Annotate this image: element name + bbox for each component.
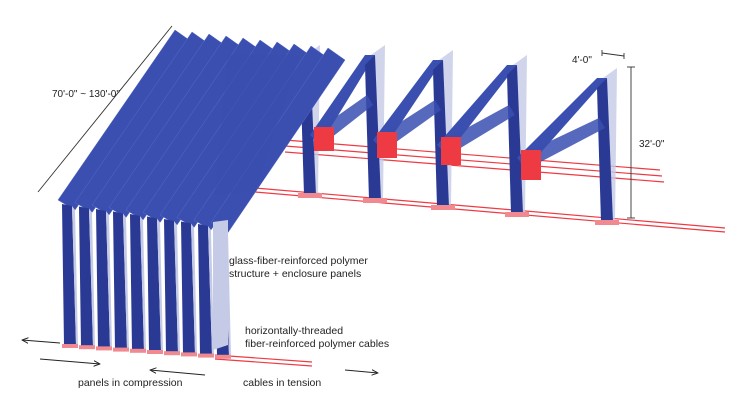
frame-joint-block — [314, 127, 334, 151]
frame-base-plate — [595, 220, 619, 225]
frame-rafter — [310, 55, 375, 145]
wall-panel — [164, 219, 178, 353]
wall-panel — [130, 214, 144, 350]
wall-base-plate — [181, 352, 197, 357]
wall-base-plate — [96, 346, 112, 351]
width-dimension-label: 4'-0" — [572, 55, 592, 66]
frame-column — [433, 60, 449, 207]
wall-panel — [96, 209, 110, 348]
frame-column — [507, 65, 523, 214]
wall-panel-edge — [191, 223, 197, 354]
material-label-line-1: glass-fiber-reinforced polymer — [229, 255, 368, 267]
cable-line — [214, 358, 313, 367]
wall-base-plate — [130, 348, 146, 353]
wall-panel-edge — [157, 218, 163, 351]
wall-panel-edge — [72, 206, 78, 345]
wall-panel — [198, 224, 212, 355]
width-dimension-line — [601, 52, 625, 57]
wall-panel — [113, 211, 127, 349]
frame-rafter — [437, 65, 517, 155]
wall-panel-edge — [208, 226, 214, 355]
compression-label: panels in compression — [78, 377, 183, 389]
wall-base-plate — [164, 351, 180, 356]
cable-line — [254, 191, 726, 233]
cable-line — [284, 145, 663, 177]
height-dimension-label: 32'-0" — [639, 139, 665, 150]
frame-joint-block — [441, 137, 461, 165]
wall-panel — [62, 204, 76, 345]
cable-line — [284, 139, 661, 171]
tension-arrow — [344, 370, 378, 373]
wall-panel — [79, 206, 93, 347]
cable-line — [254, 187, 726, 229]
roof-transition — [215, 55, 300, 195]
frame-base-plate — [363, 198, 387, 203]
wall-base-plate — [215, 354, 231, 359]
compression-arrow-right — [39, 358, 100, 364]
wall-panel-edge — [89, 208, 95, 347]
shell-panels — [57, 29, 346, 359]
wall-panel-edge — [106, 211, 112, 348]
wall-panel — [181, 221, 195, 354]
wall-panel-edge — [140, 216, 146, 350]
span-dimension-line — [37, 25, 173, 193]
wall-base-plate — [62, 344, 78, 348]
wall-panel — [147, 216, 161, 351]
wall-base-plate — [198, 353, 214, 358]
frame-column — [597, 78, 613, 222]
wall-base-plate — [113, 347, 129, 352]
frame-brace — [523, 118, 605, 168]
cables-label-line-2: fiber-reinforced polymer cables — [245, 338, 390, 350]
compression-arrow-left — [22, 340, 61, 343]
compression-arrow-inward — [150, 370, 206, 376]
frame-rafter — [373, 60, 443, 150]
frame-column — [365, 55, 381, 200]
wall-panel-edge — [123, 213, 129, 349]
frame-base-plate — [298, 193, 322, 198]
force-arrows — [22, 340, 378, 375]
cable-line — [214, 354, 313, 363]
frame-joint-block — [377, 132, 397, 158]
end-wall-panel — [213, 220, 228, 350]
frame-base-plate — [431, 205, 455, 210]
tension-label: cables in tension — [243, 377, 322, 389]
span-dimension-label: 70'-0" ~ 130'-0" — [52, 89, 120, 100]
wall-base-plate — [147, 350, 163, 354]
dimension-lines — [37, 25, 635, 219]
wall-panel-edge — [174, 221, 180, 353]
cables-label-line-1: horizontally-threaded — [245, 325, 344, 337]
frame-rafter — [517, 78, 607, 168]
material-label-line-2: structure + enclosure panels — [229, 268, 362, 280]
wall-base-plate — [79, 345, 95, 350]
frame-base-plate — [505, 212, 529, 217]
cable-group — [214, 139, 726, 367]
frame-joint-block — [521, 150, 541, 180]
